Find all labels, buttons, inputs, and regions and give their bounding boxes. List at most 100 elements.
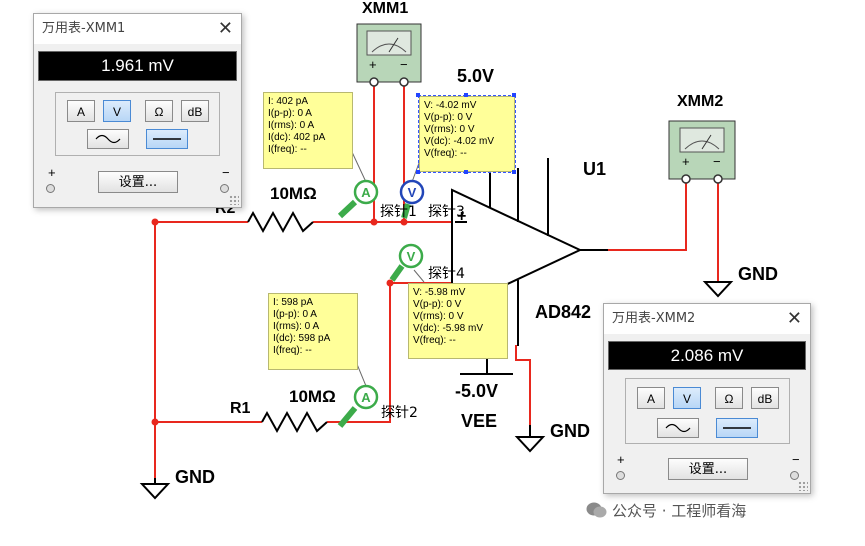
mode-panel: A V Ω dB <box>55 92 220 156</box>
selection-handle[interactable] <box>512 170 516 174</box>
probe4-vpp: V(p-p): 0 V <box>413 299 462 310</box>
resistor-r2-symbol[interactable] <box>247 210 314 234</box>
plus-terminal-label: + <box>48 165 56 180</box>
probe2-shaft <box>337 406 358 428</box>
sine-wave-icon <box>95 134 121 144</box>
probe4-head[interactable] <box>398 243 424 269</box>
selection-handle[interactable] <box>416 93 420 97</box>
close-icon[interactable]: ✕ <box>786 308 802 329</box>
watermark: 公众号 · 工程师看海 <box>586 500 746 521</box>
probe1-i: I: 402 pA <box>268 96 309 107</box>
resize-grip-icon[interactable] <box>798 481 808 491</box>
xmm1-needle <box>388 37 399 53</box>
settings-button[interactable]: 设置... <box>98 171 178 193</box>
multimeter-xmm1-window[interactable]: 万用表-XMM1 ✕ 1.961 mV A V Ω dB 设置... + − <box>33 13 242 208</box>
xmm2-plus-terminal[interactable] <box>681 174 691 184</box>
decibel-mode-button[interactable]: dB <box>751 387 779 409</box>
ac-mode-button[interactable] <box>657 418 699 438</box>
ohmmeter-mode-button[interactable]: Ω <box>715 387 743 409</box>
junction-dot <box>151 218 159 226</box>
decibel-mode-button[interactable]: dB <box>181 100 209 122</box>
wire-vee-gnd <box>515 345 531 425</box>
junction-dot <box>386 279 394 287</box>
probe3-leader <box>411 162 420 183</box>
voltmeter-mode-button[interactable]: V <box>103 100 131 122</box>
vee-value-label: -5.0V <box>455 381 499 401</box>
probe2-ifreq: I(freq): -- <box>273 345 312 356</box>
probe2-i: I: 598 pA <box>273 297 314 308</box>
probe4-v: V: -5.98 mV <box>413 287 466 298</box>
wechat-icon <box>586 502 607 518</box>
mode-panel: A V Ω dB <box>625 378 790 444</box>
xmm1-minus-terminal[interactable] <box>399 77 409 87</box>
probe4-voltmeter[interactable]: V <box>389 243 424 282</box>
gnd-left-label: GND <box>175 467 215 487</box>
probe3-readout[interactable]: V: -4.02 mV V(p-p): 0 V V(rms): 0 V V(dc… <box>418 95 516 173</box>
selection-handle[interactable] <box>416 170 420 174</box>
probe2-ammeter[interactable]: A <box>337 384 379 428</box>
r1-value-label: 10MΩ <box>289 387 336 406</box>
probe1-irms: I(rms): 0 A <box>268 120 315 131</box>
resize-grip-icon[interactable] <box>229 195 239 205</box>
minus-terminal[interactable] <box>220 184 229 193</box>
junction-group <box>151 218 408 426</box>
plus-terminal[interactable] <box>46 184 55 193</box>
minus-terminal-label: − <box>222 165 230 180</box>
xmm2-label: XMM2 <box>677 93 724 110</box>
vee-name-label: VEE <box>461 411 498 431</box>
multimeter-xmm2-window[interactable]: 万用表-XMM2 ✕ 2.086 mV A V Ω dB 设置... + − <box>603 303 811 494</box>
xmm1-meter-symbol[interactable] <box>356 23 422 87</box>
probe2-name: 探针2 <box>381 405 418 421</box>
probe1-idc: I(dc): 402 pA <box>268 132 326 143</box>
probe2-head[interactable] <box>353 384 379 410</box>
voltmeter-mode-button[interactable]: V <box>673 387 701 409</box>
selection-handle[interactable] <box>464 170 468 174</box>
xmm2-minus-terminal[interactable] <box>713 174 723 184</box>
probe1-readout: I: 402 pA I(p-p): 0 A I(rms): 0 A I(dc):… <box>263 92 353 169</box>
selection-handle[interactable] <box>464 93 468 97</box>
probe3-voltmeter[interactable]: V <box>399 179 425 219</box>
selection-handle[interactable] <box>512 93 516 97</box>
vcc-value-label: 5.0V <box>457 66 495 86</box>
ac-mode-button[interactable] <box>87 129 129 149</box>
gnd-mid-symbol <box>514 436 546 453</box>
probe2-idc: I(dc): 598 pA <box>273 333 331 344</box>
gnd-left-symbol <box>139 483 171 500</box>
dc-line-icon <box>723 427 751 429</box>
r1-name-label: R1 <box>230 400 251 417</box>
gnd-symbols <box>139 281 734 500</box>
probe1-ipp: I(p-p): 0 A <box>268 108 312 119</box>
probe1-shaft <box>337 199 358 219</box>
probe3-vrms: V(rms): 0 V <box>424 124 475 135</box>
ammeter-mode-button[interactable]: A <box>67 100 95 122</box>
gnd-mid-label: GND <box>550 421 590 441</box>
probe1-head[interactable] <box>353 179 379 205</box>
resistor-r1-symbol[interactable] <box>261 410 328 434</box>
plus-terminal[interactable] <box>616 471 625 480</box>
probe4-shaft <box>389 264 405 282</box>
xmm2-meter-dial <box>679 127 725 153</box>
dc-line-icon <box>153 138 181 140</box>
settings-button[interactable]: 设置... <box>668 458 748 480</box>
multimeter-xmm1-titlebar[interactable]: 万用表-XMM1 ✕ <box>34 14 241 44</box>
xmm2-meter-symbol[interactable] <box>668 120 736 184</box>
probe1-ammeter[interactable]: A <box>337 179 379 219</box>
multimeter-xmm2-titlebar[interactable]: 万用表-XMM2 ✕ <box>604 304 810 334</box>
ohmmeter-mode-button[interactable]: Ω <box>145 100 173 122</box>
xmm1-plus-sign: + <box>369 57 377 72</box>
xmm2-plus-sign: + <box>682 154 690 169</box>
xmm1-meter-dial <box>366 30 412 56</box>
probe1-ifreq: I(freq): -- <box>268 144 307 155</box>
dc-mode-button[interactable] <box>716 418 758 438</box>
minus-terminal[interactable] <box>790 471 799 480</box>
probe3-v: V: -4.02 mV <box>424 100 477 111</box>
close-icon[interactable]: ✕ <box>217 18 233 39</box>
xmm2-dial-arc <box>684 140 720 150</box>
xmm1-plus-terminal[interactable] <box>369 77 379 87</box>
dc-mode-button[interactable] <box>146 129 188 149</box>
wire-group-red <box>154 83 719 478</box>
sine-wave-icon <box>665 423 691 433</box>
probe3-head[interactable] <box>399 179 425 205</box>
ammeter-mode-button[interactable]: A <box>637 387 665 409</box>
